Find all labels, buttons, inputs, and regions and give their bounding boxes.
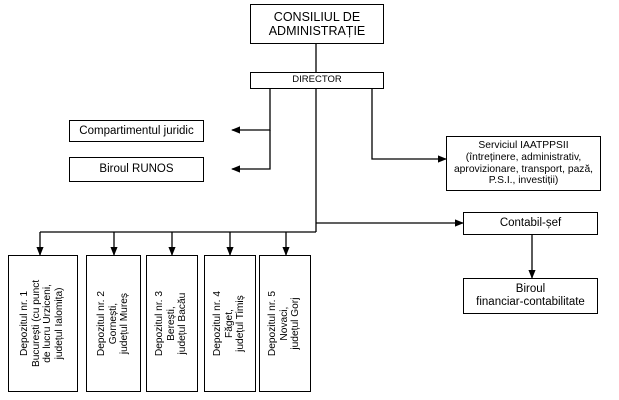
depot-box-4: Depozitul nr. 4 Făget, județul Timiș xyxy=(204,255,256,392)
service-box: Serviciul IAATPPSII (întreținere, admini… xyxy=(446,136,601,191)
depot-label-5: Depozitul nr. 5 Novaci, județul Gorj xyxy=(267,290,302,357)
depot-box-3: Depozitul nr. 3 Berești, județul Bacău xyxy=(146,255,198,392)
board-box: CONSILIUL DE ADMINISTRAȚIE xyxy=(250,4,384,44)
director-label: DIRECTOR xyxy=(292,74,342,86)
service-label: Serviciul IAATPPSII (întreținere, admini… xyxy=(453,140,594,187)
finance-box: Biroul financiar-contabilitate xyxy=(463,278,598,314)
hr-connector-arrow-path xyxy=(231,130,271,173)
hr-box: Biroul RUNOS xyxy=(69,157,204,182)
board-label: CONSILIUL DE ADMINISTRAȚIE xyxy=(268,10,366,38)
finance-label: Biroul financiar-contabilitate xyxy=(476,283,585,308)
depot-label-4: Depozitul nr. 4 Făget, județul Timiș xyxy=(212,290,247,357)
hr-label: Biroul RUNOS xyxy=(99,163,174,176)
legal-connector-arrow xyxy=(231,88,271,134)
depot-box-1: Depozitul nr. 1 București (cu punct de l… xyxy=(8,255,78,392)
legal-box: Compartimentul juridic xyxy=(69,120,204,142)
legal-label: Compartimentul juridic xyxy=(79,124,194,137)
service-connector-arrow xyxy=(371,88,447,163)
depot-label-3: Depozitul nr. 3 Berești, județul Bacău xyxy=(154,290,189,357)
chief-accountant-label: Contabil-șef xyxy=(499,217,562,230)
director-box: DIRECTOR xyxy=(250,72,384,89)
depot-label-1: Depozitul nr. 1 București (cu punct de l… xyxy=(19,279,66,368)
depot-box-5: Depozitul nr. 5 Novaci, județul Gorj xyxy=(259,255,311,392)
depot-label-2: Depozitul nr. 2 Gornești, județul Mureș xyxy=(95,290,131,357)
chief-accountant-box: Contabil-șef xyxy=(463,212,598,235)
depot-box-2: Depozitul nr. 2 Gornești, județul Mureș xyxy=(86,255,141,392)
